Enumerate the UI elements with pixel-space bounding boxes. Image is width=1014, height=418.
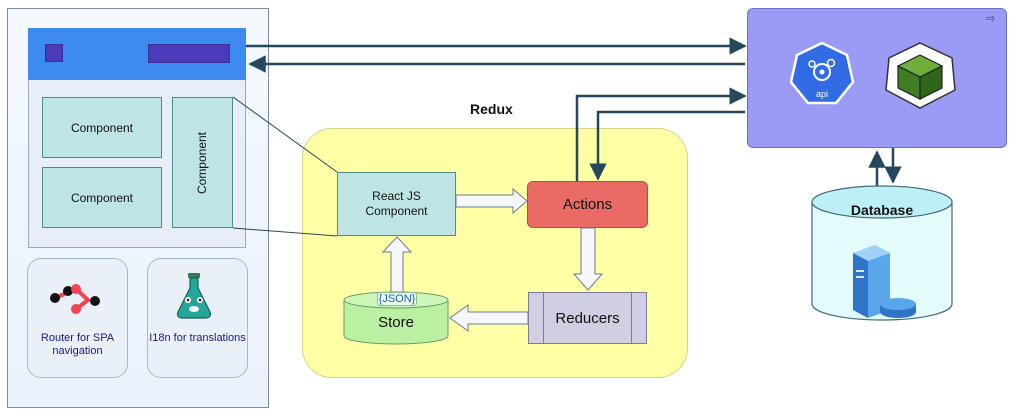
actions-label: Actions — [562, 196, 613, 213]
flow-arrow-reducers-to-store — [449, 304, 529, 332]
header-logo-placeholder — [45, 44, 63, 62]
api-icon: api — [789, 41, 855, 105]
json-badge: {JSON} — [377, 292, 417, 306]
component-box: Component — [42, 97, 162, 158]
router-icon — [50, 284, 100, 314]
flow-arrow-store-to-component — [381, 236, 413, 293]
flow-arrow-actions-to-reducers — [572, 227, 604, 291]
i18n-label: I18n for translations — [149, 332, 246, 344]
mapping-line — [232, 227, 338, 237]
store-label: Store — [378, 314, 414, 331]
redux-title: Redux — [470, 101, 513, 117]
flask-icon — [176, 273, 212, 319]
header-menu-placeholder — [148, 44, 230, 63]
server-icon — [853, 245, 916, 318]
connector-backend-to-actions — [589, 110, 745, 181]
reducers-label: Reducers — [555, 309, 620, 327]
box-icon — [885, 42, 956, 109]
component-box: Component — [172, 97, 233, 228]
router-card — [27, 258, 128, 378]
component-label: Component — [70, 120, 134, 135]
component-label: Component — [70, 190, 134, 205]
reducers-node: Reducers — [528, 292, 647, 344]
connector-actions-to-backend — [575, 87, 747, 181]
api-label: api — [816, 89, 828, 99]
router-label: Router for SPA navigation — [40, 332, 115, 357]
corner-arrow-icon: ⇨ — [986, 13, 996, 25]
database-label: Database — [850, 202, 914, 218]
react-component-node: React JS Component — [337, 172, 456, 236]
flow-arrow-component-to-actions — [455, 187, 528, 215]
react-component-label: React JS Component — [365, 189, 428, 218]
component-box: Component — [42, 167, 162, 228]
mapping-line — [232, 96, 338, 173]
backend-box — [747, 8, 1007, 148]
